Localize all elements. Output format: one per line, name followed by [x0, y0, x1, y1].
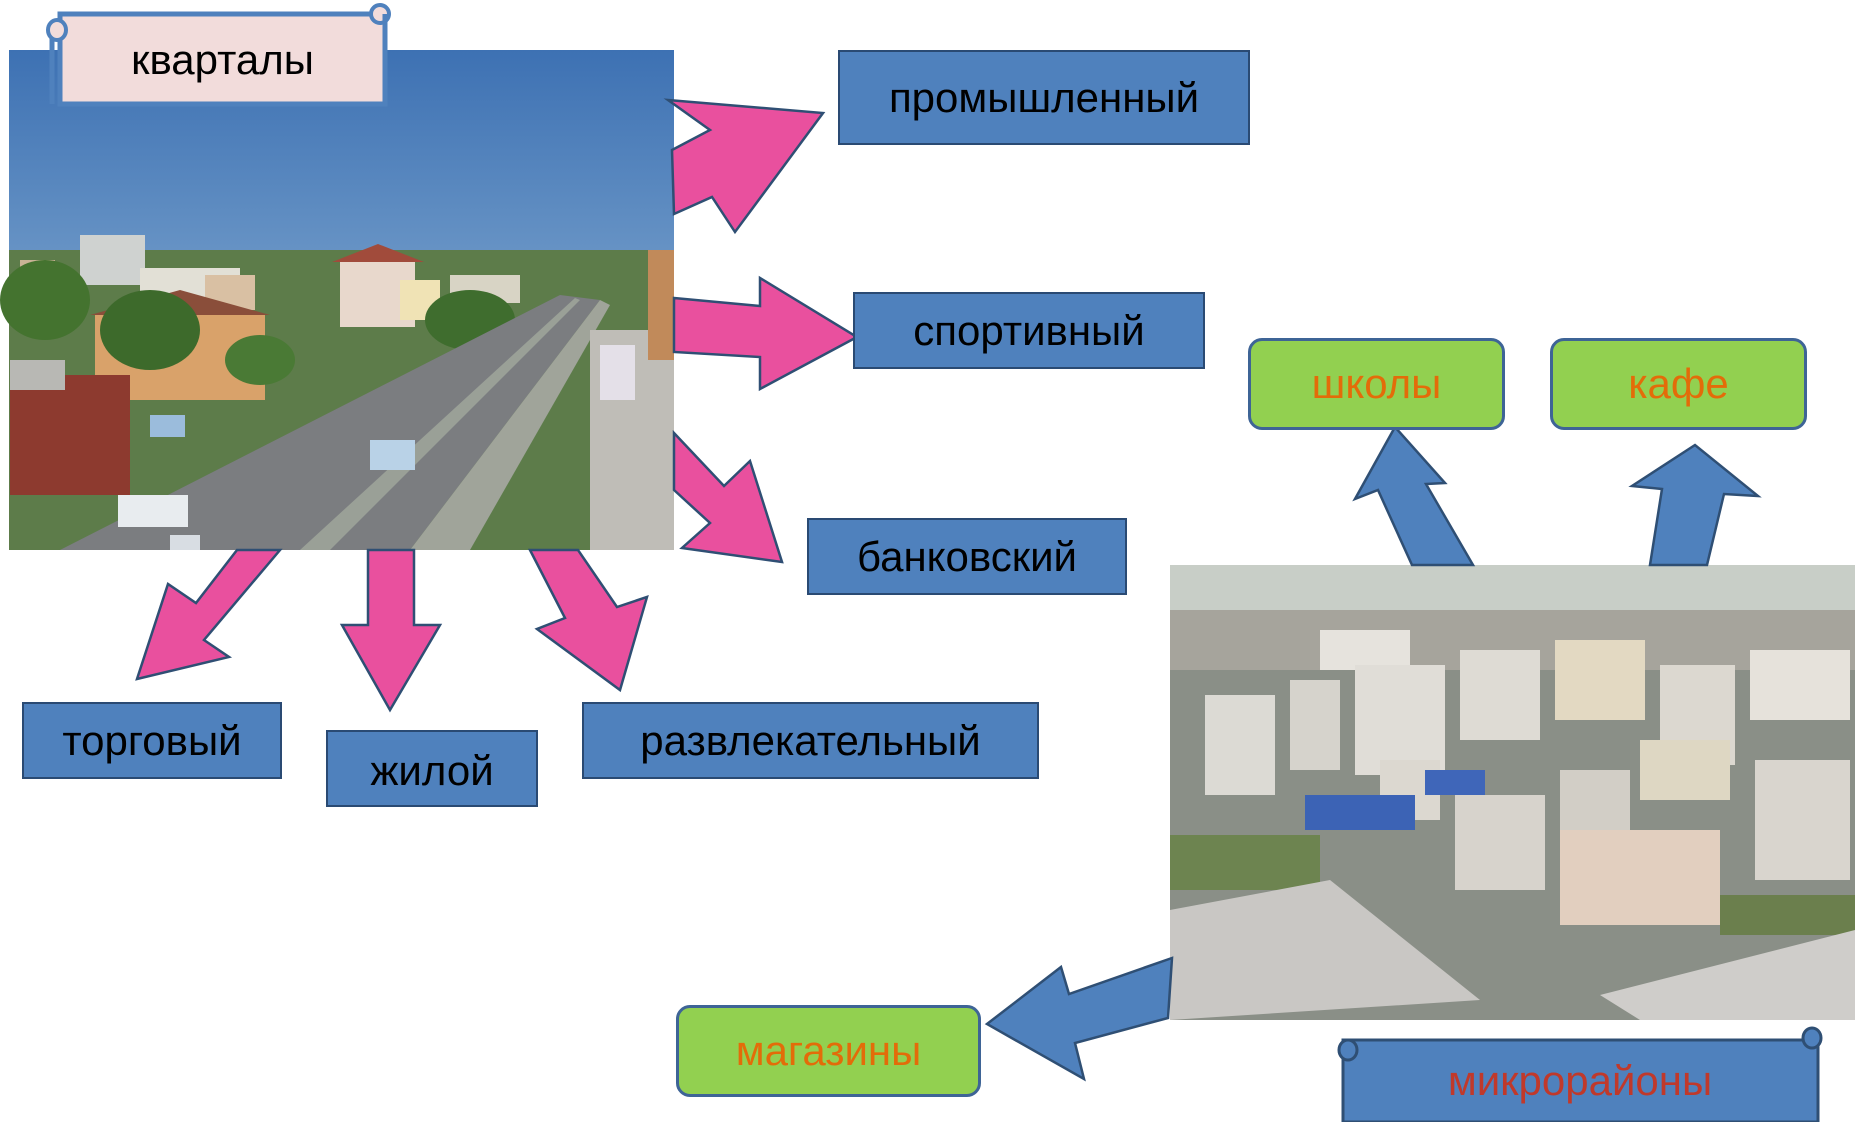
category-sport: спортивный — [853, 292, 1205, 369]
category-entertainment: развлекательный — [582, 702, 1039, 779]
city-photo — [0, 50, 674, 550]
arrow-to-sport — [672, 275, 860, 392]
arrow-to-schools — [1352, 424, 1476, 567]
item-schools: школы — [1248, 338, 1505, 430]
category-trade: торговый — [22, 702, 282, 779]
item-cafe: кафе — [1550, 338, 1807, 430]
arrow-to-residential — [339, 548, 443, 713]
microdistrict-photo — [1170, 565, 1855, 1020]
arrow-to-cafe — [1628, 443, 1762, 567]
item-shops: магазины — [676, 1005, 981, 1097]
arrow-to-industrial — [663, 98, 826, 235]
arrow-to-shops — [984, 956, 1174, 1082]
quarters-title: кварталы — [131, 36, 314, 83]
microdistricts-scroll — [1337, 1026, 1823, 1122]
arrow-to-trade — [135, 548, 283, 681]
category-banking: банковский — [807, 518, 1127, 595]
arrow-to-entertainment — [527, 548, 649, 693]
quarters-scroll — [46, 3, 391, 107]
arrow-to-banking — [672, 429, 784, 564]
category-residential: жилой — [326, 730, 538, 807]
category-industrial: промышленный — [838, 50, 1250, 145]
microdistricts-title: микрорайоны — [1447, 1057, 1713, 1104]
